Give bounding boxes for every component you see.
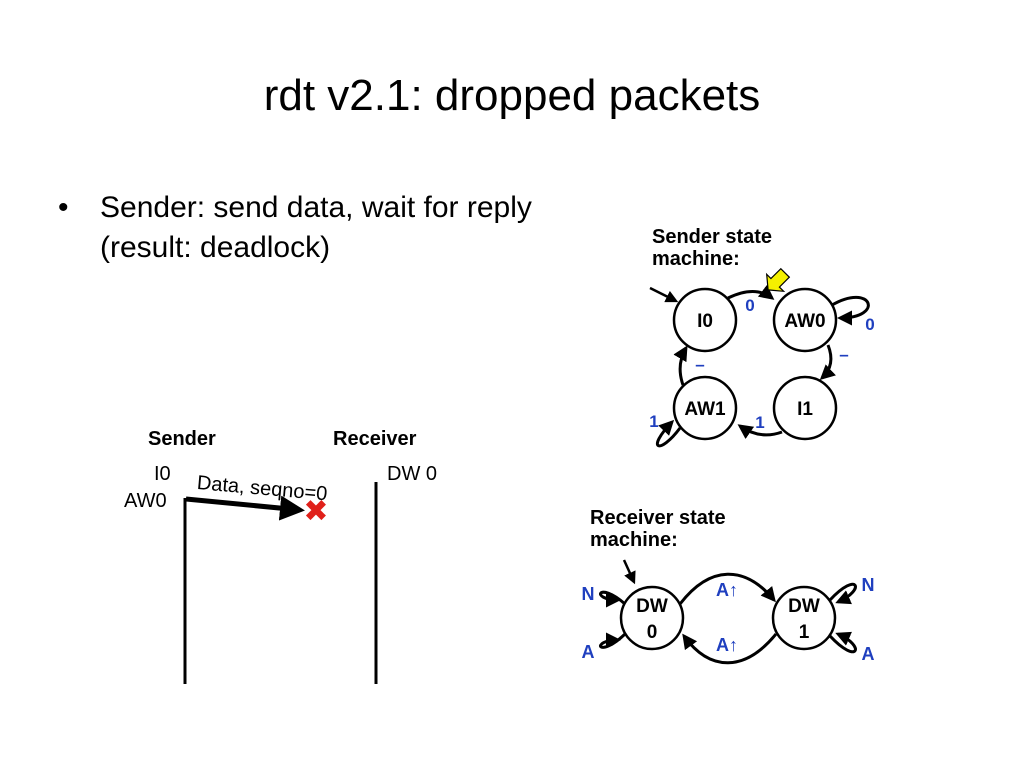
state-dw0-line2: 0 bbox=[647, 622, 658, 643]
state-dw0 bbox=[619, 585, 685, 651]
bullet-text: Sender: send data, wait for reply (resul… bbox=[100, 191, 532, 264]
edge-dw0-self-top-label: N bbox=[582, 584, 595, 604]
sender-entry-arrow bbox=[649, 286, 679, 303]
sender-fsm-heading: Sender state machine: bbox=[652, 226, 773, 270]
edge-dw1-self-bottom-label: A bbox=[862, 644, 875, 664]
edge-dw0-self-bottom bbox=[599, 632, 627, 649]
edge-aw1-self bbox=[655, 419, 682, 448]
edge-aw0-i1 bbox=[819, 344, 836, 381]
data-message-arrow bbox=[185, 495, 305, 521]
receiver-heading: Receiver bbox=[333, 428, 417, 450]
state-i1-label: I1 bbox=[797, 399, 813, 420]
sender-heading: Sender bbox=[148, 428, 216, 450]
edge-aw1-self-label: 1 bbox=[649, 412, 658, 431]
state-i0 bbox=[672, 287, 738, 353]
state-aw0 bbox=[772, 287, 838, 353]
edge-dw1-dw0 bbox=[682, 633, 778, 665]
sender-state-aw0: AW0 bbox=[124, 490, 167, 512]
edge-dw1-self-top-label: N bbox=[862, 575, 875, 595]
slide-title: rdt v2.1: dropped packets bbox=[263, 71, 761, 120]
state-aw1 bbox=[672, 375, 738, 441]
sender-state-i0: I0 bbox=[154, 463, 171, 485]
edge-aw0-i1-label: – bbox=[839, 345, 848, 364]
edge-dw0-dw1 bbox=[678, 572, 776, 605]
state-aw1-label: AW1 bbox=[684, 399, 726, 420]
edge-i1-aw1 bbox=[737, 424, 783, 440]
edge-aw0-self bbox=[831, 295, 870, 326]
receiver-state-dw0: DW 0 bbox=[387, 463, 437, 485]
state-dw1-line2: 1 bbox=[799, 622, 810, 643]
edge-dw0-dw1-label: A↑ bbox=[716, 580, 738, 600]
edge-dw0-self-bottom-label: A bbox=[582, 642, 595, 662]
edge-aw1-i0-label: – bbox=[695, 355, 704, 374]
edge-i1-aw1-label: 1 bbox=[755, 413, 764, 432]
state-dw1 bbox=[771, 585, 837, 651]
receiver-fsm-heading: Receiver state machine: bbox=[590, 507, 726, 551]
edge-dw1-dw0-label: A↑ bbox=[716, 635, 738, 655]
edge-dw0-self-top bbox=[599, 590, 626, 608]
loss-x-icon: ✖ bbox=[303, 495, 328, 528]
edge-aw1-i0 bbox=[673, 345, 688, 386]
state-i1 bbox=[772, 375, 838, 441]
edge-dw1-self-bottom bbox=[828, 631, 857, 654]
edge-i0-aw0-label: 0 bbox=[745, 296, 754, 315]
state-dw0-line1: DW bbox=[636, 596, 668, 617]
receiver-entry-arrow bbox=[622, 559, 636, 585]
bullet-marker: • bbox=[58, 191, 69, 224]
edge-dw1-self-top bbox=[828, 582, 857, 605]
state-i0-label: I0 bbox=[697, 311, 713, 332]
current-state-marker-icon bbox=[765, 267, 791, 293]
state-dw1-line1: DW bbox=[788, 596, 820, 617]
edge-aw0-self-label: 0 bbox=[865, 315, 874, 334]
state-aw0-label: AW0 bbox=[784, 311, 825, 332]
edge-i0-aw0 bbox=[727, 284, 775, 300]
